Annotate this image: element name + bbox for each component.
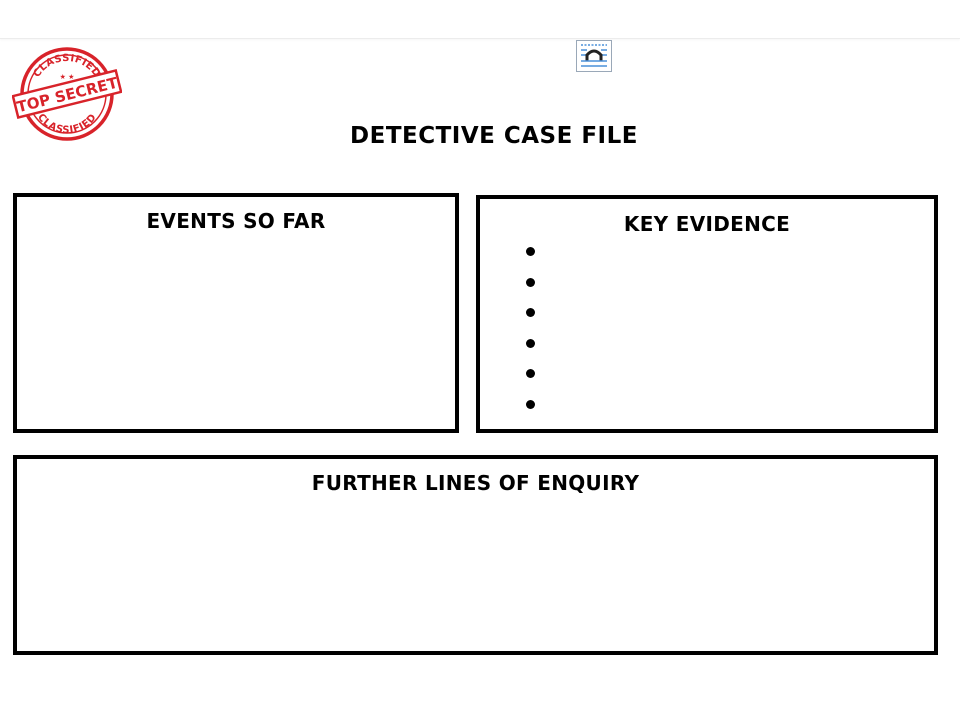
page-title: DETECTIVE CASE FILE	[350, 123, 638, 149]
evidence-bullet-list	[526, 247, 535, 431]
list-item	[526, 338, 535, 348]
further-lines-of-enquiry-title: FURTHER LINES OF ENQUIRY	[311, 471, 640, 495]
events-so-far-title: EVENTS SO FAR	[146, 209, 326, 233]
embedded-object-icon[interactable]	[576, 40, 612, 72]
key-evidence-box[interactable]: KEY EVIDENCE	[476, 195, 938, 433]
list-item	[526, 369, 535, 379]
further-lines-of-enquiry-box[interactable]: FURTHER LINES OF ENQUIRY	[13, 455, 938, 655]
events-so-far-box[interactable]: EVENTS SO FAR	[13, 193, 459, 433]
list-item	[526, 399, 535, 409]
list-item	[526, 277, 535, 287]
svg-text:★ ★: ★ ★	[60, 73, 75, 81]
top-toolbar	[0, 0, 960, 39]
key-evidence-title: KEY EVIDENCE	[623, 212, 791, 236]
top-secret-stamp: CLASSIFIED CLASSIFIED TOP SECRET ★ ★	[11, 46, 123, 142]
list-item	[526, 247, 535, 256]
list-item	[526, 308, 535, 318]
